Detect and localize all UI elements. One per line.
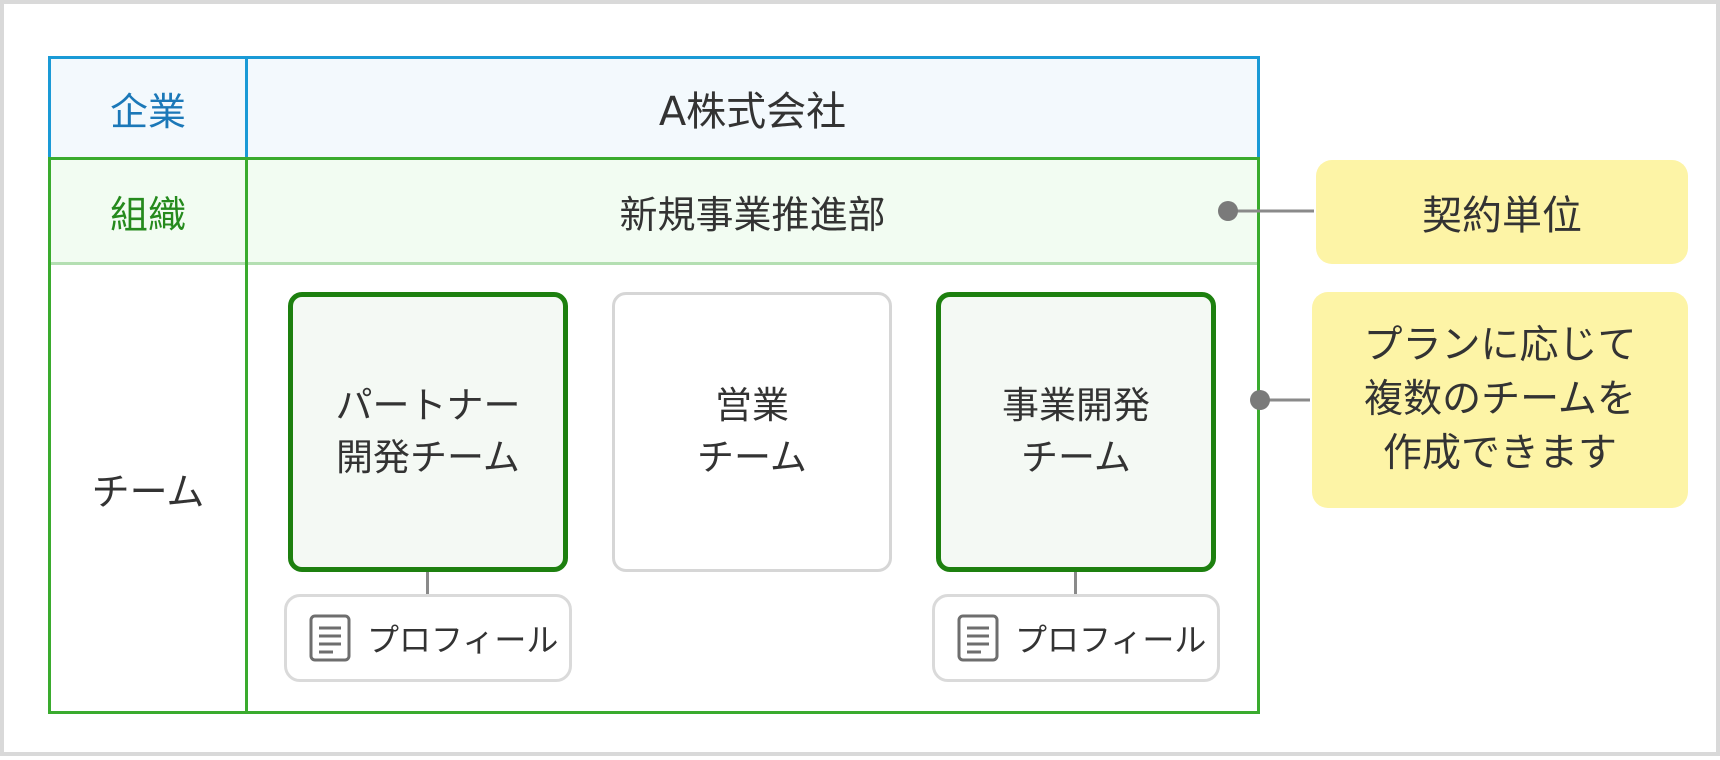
organization-band-separator xyxy=(51,262,1257,265)
team-card-business-dev: 事業開発 チーム xyxy=(936,292,1216,572)
company-name: A株式会社 xyxy=(658,89,847,135)
organization-column-divider xyxy=(245,160,248,711)
company-column-divider xyxy=(245,59,248,157)
team-card-line2: 開発チーム xyxy=(336,436,520,479)
team-card-partner-dev: パートナー 開発チーム xyxy=(288,292,568,572)
teams-note-line2: 複数のチームを xyxy=(1364,377,1636,422)
multiple-teams-callout: プランに応じて 複数のチームを 作成できます xyxy=(1312,292,1688,508)
team-card-line1: 事業開発 xyxy=(1002,384,1150,427)
profile-label: プロフィール xyxy=(1015,621,1207,659)
company-row: 企業 A株式会社 xyxy=(48,56,1260,160)
profile-chip: プロフィール xyxy=(284,594,572,682)
organization-name: 新規事業推進部 xyxy=(619,192,886,237)
team-row-label: チーム xyxy=(91,469,205,514)
company-label: 企業 xyxy=(109,89,186,134)
team-card-line1: パートナー xyxy=(335,384,521,427)
teams-note-line3: 作成できます xyxy=(1382,431,1617,476)
team-profile-connector xyxy=(1074,572,1077,594)
team-card-line2: チーム xyxy=(697,436,807,479)
team-card-sales: 営業 チーム xyxy=(612,292,892,572)
organization-label: 組織 xyxy=(109,192,186,237)
document-icon xyxy=(957,614,999,662)
contract-unit-text: 契約単位 xyxy=(1422,193,1582,239)
team-card-line2: チーム xyxy=(1021,436,1131,479)
organization-band xyxy=(51,160,1257,262)
profile-chip: プロフィール xyxy=(932,594,1220,682)
teams-note-line1: プランに応じて xyxy=(1363,323,1637,368)
document-icon xyxy=(309,614,351,662)
contract-unit-callout: 契約単位 xyxy=(1316,160,1688,264)
team-card-line1: 営業 xyxy=(715,384,789,427)
team-profile-connector xyxy=(426,572,429,594)
profile-label: プロフィール xyxy=(367,621,559,659)
